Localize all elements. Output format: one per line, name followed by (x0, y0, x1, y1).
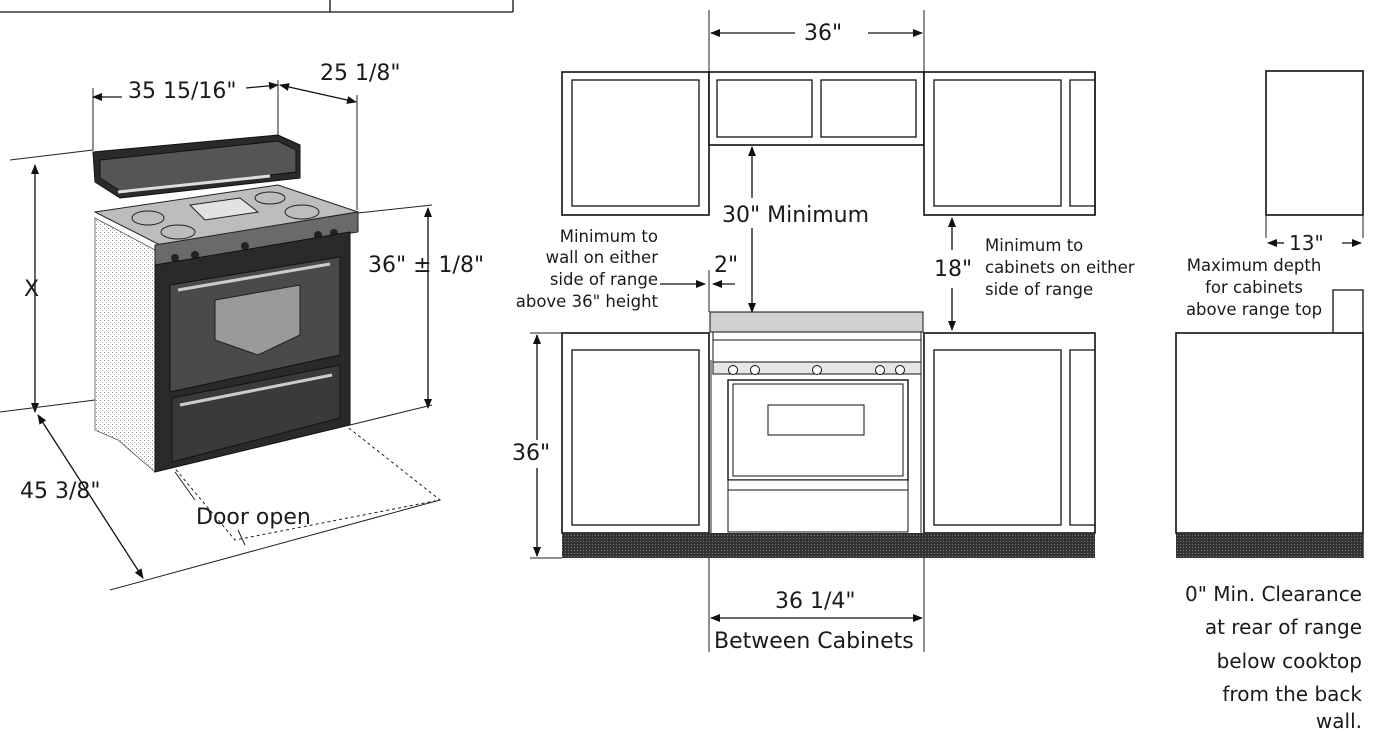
wall-note: Minimum to wall on either side of range … (516, 227, 659, 311)
svg-text:0" Min. Clearance: 0" Min. Clearance (1185, 582, 1362, 606)
cabinet-note: Minimum to cabinets on either side of ra… (985, 236, 1135, 299)
svg-text:below cooktop: below cooktop (1217, 649, 1362, 673)
door-depth-label: 45 3/8" (20, 479, 101, 504)
between-caption: Between Cabinets (714, 629, 914, 654)
svg-text:side of range: side of range (985, 280, 1093, 299)
side-depth-label: 13" (1289, 231, 1324, 255)
svg-text:wall on either: wall on either (546, 248, 659, 267)
front-elevation (561, 71, 1096, 558)
svg-text:for cabinets: for cabinets (1205, 278, 1303, 297)
base-height-label: 36" (512, 441, 550, 466)
depth-note: Maximum depth for cabinets above range t… (1186, 256, 1322, 319)
svg-text:side of range: side of range (550, 270, 658, 289)
door-open-label: Door open (196, 505, 311, 530)
counter-height-label: 36" ± 1/8" (368, 253, 484, 278)
svg-text:wall.: wall. (1316, 709, 1362, 732)
svg-text:cabinets on either: cabinets on either (985, 258, 1135, 277)
side-gap-label: 2" (714, 253, 738, 278)
min-clearance-label: 30" Minimum (722, 203, 869, 228)
svg-text:at rear of range: at rear of range (1205, 615, 1362, 639)
table-fragment (0, 0, 514, 13)
svg-text:from the back: from the back (1222, 682, 1362, 706)
svg-text:Minimum to: Minimum to (985, 236, 1083, 255)
side-clearance-label: 18" (934, 257, 972, 282)
between-width-label: 36 1/4" (775, 589, 856, 614)
svg-text:above 36" height: above 36" height (516, 292, 659, 311)
front-dimensions (530, 10, 956, 652)
range-perspective-drawing (92, 134, 442, 541)
svg-text:above range top: above range top (1186, 300, 1322, 319)
range-height-label: X (24, 277, 39, 302)
left-dimensions (0, 80, 441, 591)
range-width-label: 35 15/16" (128, 79, 237, 104)
rear-clearance-note: 0" Min. Clearance at rear of range below… (1185, 582, 1362, 732)
top-width-label: 36" (804, 21, 842, 46)
side-elevation (1175, 70, 1364, 558)
svg-text:Minimum to: Minimum to (560, 227, 658, 246)
svg-text:Maximum depth: Maximum depth (1187, 256, 1322, 275)
range-depth-label: 25 1/8" (320, 61, 401, 86)
